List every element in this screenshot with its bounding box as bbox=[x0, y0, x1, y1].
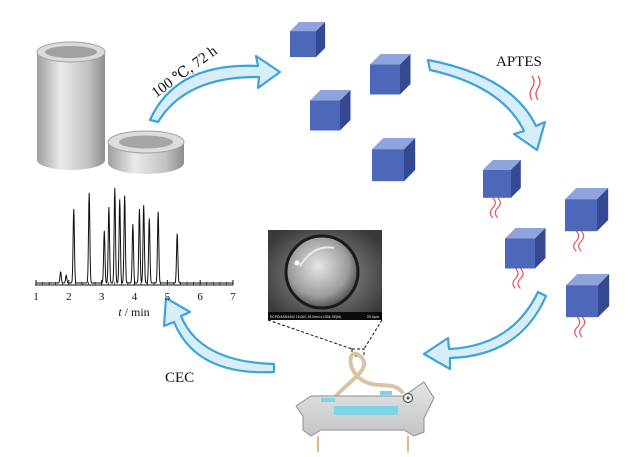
cof-crystal-cube bbox=[290, 22, 326, 58]
x-tick-label: 7 bbox=[230, 291, 236, 303]
cof-crystal-cube bbox=[372, 138, 416, 182]
functionalized-crystal-cube bbox=[483, 160, 521, 219]
capillary-column bbox=[334, 351, 404, 398]
x-axis-label-unit: / min bbox=[122, 305, 150, 319]
label-aptes: APTES bbox=[496, 54, 542, 70]
aptes-chain-icon bbox=[578, 230, 585, 252]
sem-scale-bar-label: 20.0μm bbox=[367, 315, 379, 319]
chromatogram-x-axis-label: t / min bbox=[118, 305, 149, 319]
aptes-chain-icon bbox=[512, 268, 519, 289]
x-tick-label: 5 bbox=[165, 291, 171, 303]
cec-cartridge-icon bbox=[295, 381, 435, 452]
arrow-functionalization bbox=[426, 58, 547, 152]
x-tick-label: 1 bbox=[33, 291, 39, 303]
cof-crystal-cube bbox=[370, 54, 411, 95]
aptes-chain-icon bbox=[529, 75, 541, 101]
aptes-chain-icon bbox=[517, 268, 524, 289]
arrow-cec-separation bbox=[162, 296, 276, 374]
chromatogram: 1 2 3 4 5 6 7 t / min bbox=[33, 187, 236, 319]
functionalized-crystal-cube bbox=[565, 188, 609, 252]
aptes-chain-icon bbox=[573, 230, 580, 252]
sem-caption: ECPC/ASN4400 15.0kV 15.0mm x1.50k SE(M) bbox=[270, 315, 341, 319]
x-tick-label: 3 bbox=[99, 291, 105, 303]
autoclave-lid-icon bbox=[107, 130, 185, 174]
x-tick-label: 6 bbox=[197, 291, 203, 303]
aptes-chain-icon bbox=[489, 197, 496, 219]
functionalized-crystal-cube bbox=[566, 274, 610, 338]
aptes-chain-icon bbox=[579, 316, 586, 338]
zoom-callout-lines bbox=[267, 319, 383, 357]
x-tick-label: 4 bbox=[132, 291, 138, 303]
label-cec: CEC bbox=[165, 370, 194, 386]
autoclave-vessel-icon bbox=[36, 41, 106, 170]
x-axis-label-italic: t bbox=[118, 305, 122, 319]
aptes-chain-icon bbox=[574, 316, 581, 338]
arrow-synthesis bbox=[148, 54, 282, 124]
cof-crystal-cube bbox=[310, 90, 351, 131]
aptes-chain-icon bbox=[494, 197, 501, 219]
arrow-packing bbox=[422, 290, 548, 371]
x-tick-label: 2 bbox=[66, 291, 72, 303]
functionalized-crystal-cube bbox=[505, 228, 546, 289]
chromatogram-trace bbox=[36, 187, 233, 284]
sem-micrograph bbox=[268, 230, 382, 320]
